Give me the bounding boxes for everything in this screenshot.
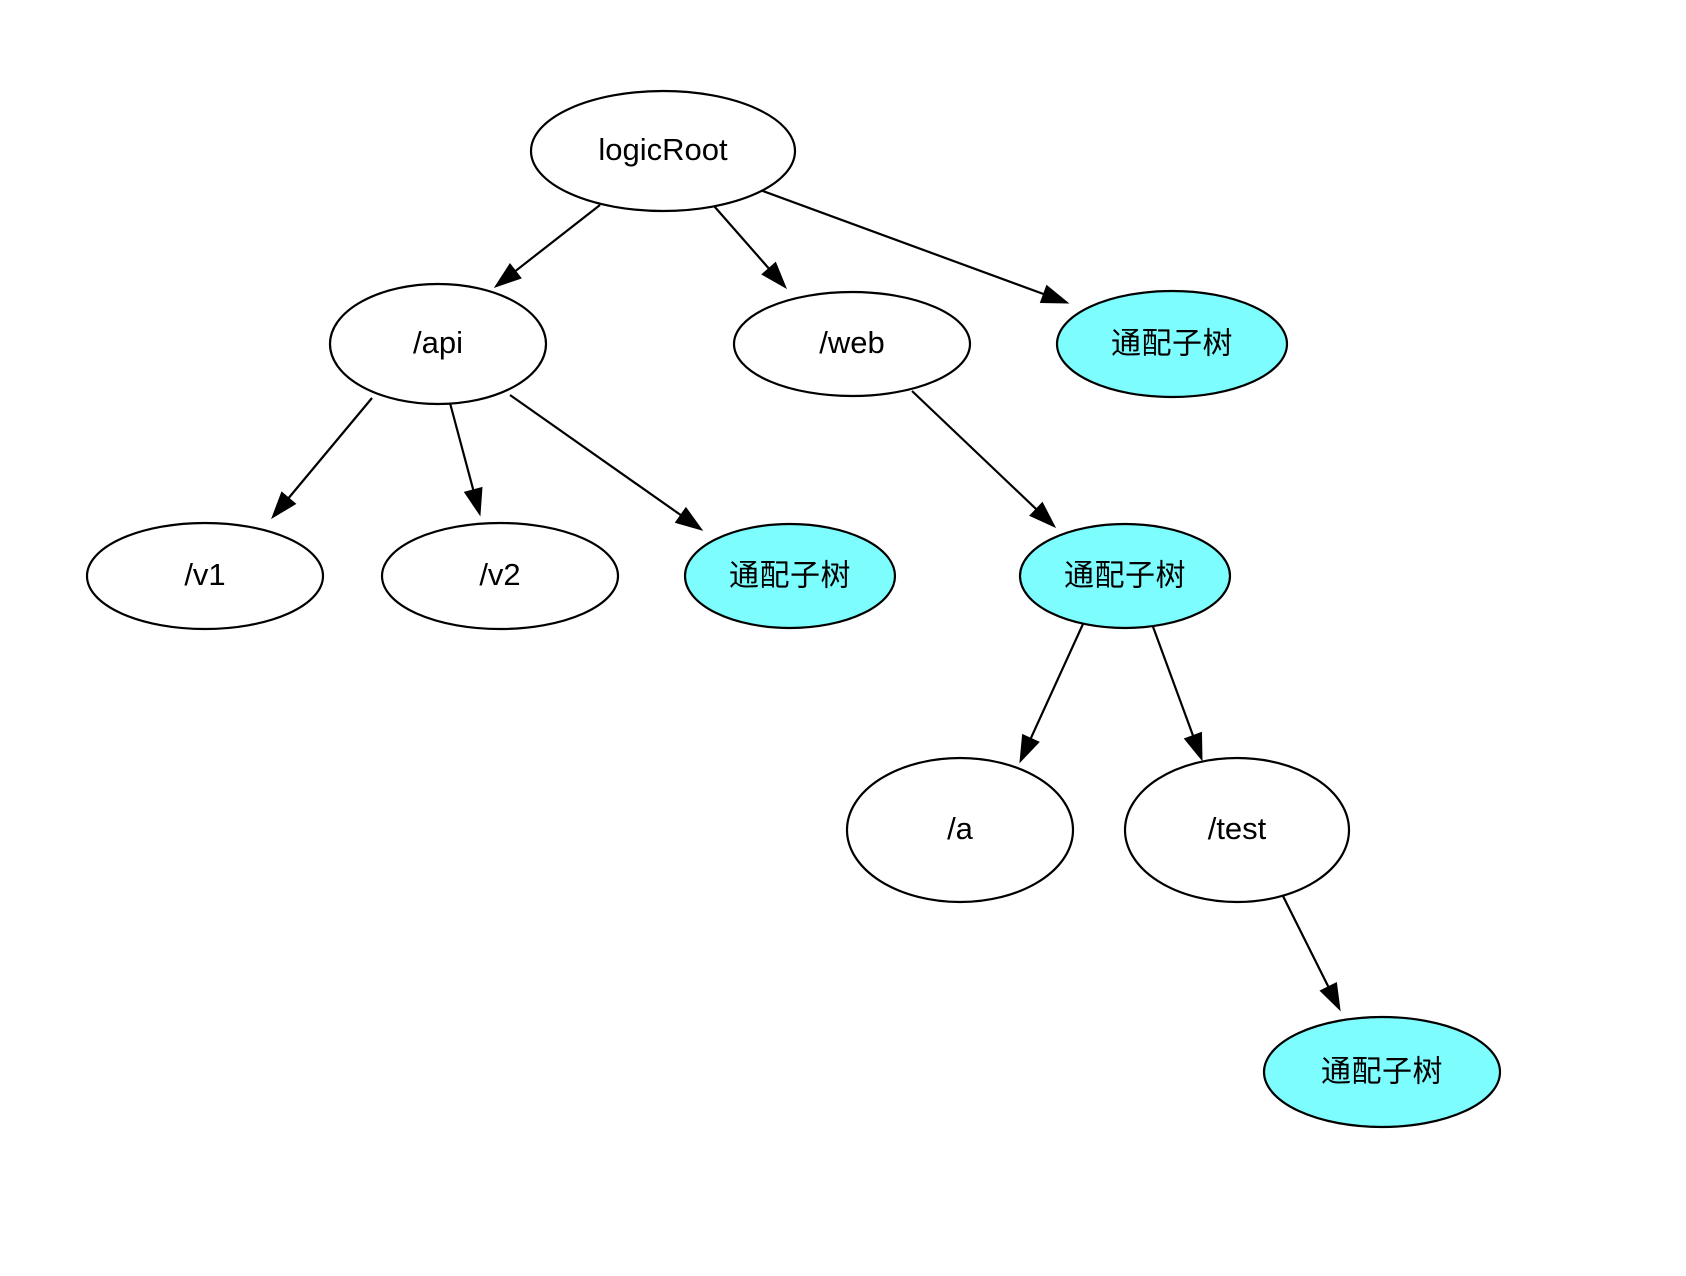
edge-api-to-v1 xyxy=(271,397,373,520)
node-root_wild[interactable]: 通配子树 xyxy=(1055,289,1289,399)
wildcard-node-shape[interactable] xyxy=(683,522,897,630)
edge-line xyxy=(1279,889,1333,993)
edge-arrowhead-icon xyxy=(1039,284,1070,304)
node-label: /web xyxy=(819,325,884,360)
node-label: /api xyxy=(413,325,463,360)
node-test_wild[interactable]: 通配子树 xyxy=(1262,1015,1502,1129)
node-v1[interactable]: /v1 xyxy=(85,521,325,631)
edge-arrowhead-icon xyxy=(761,261,788,290)
edge-arrowhead-icon xyxy=(1319,981,1341,1012)
node-web_wild[interactable]: 通配子树 xyxy=(1018,522,1232,630)
edge-line xyxy=(1150,623,1197,742)
edge-arrowhead-icon xyxy=(674,506,704,531)
edge-root-to-web xyxy=(713,205,788,290)
node-label: /v1 xyxy=(184,557,225,592)
node-a[interactable]: /a xyxy=(845,756,1075,904)
edge-line xyxy=(911,390,1042,515)
node-root[interactable]: logicRoot xyxy=(529,89,797,213)
node-web[interactable]: /web xyxy=(732,290,972,398)
edge-api-to-api_wild xyxy=(509,394,704,531)
edge-root-to-api xyxy=(493,204,601,288)
edge-line xyxy=(759,188,1050,298)
edge-line xyxy=(510,204,601,276)
wildcard-node-shape[interactable] xyxy=(1018,522,1232,630)
wildcard-node-shape[interactable] xyxy=(1262,1015,1502,1129)
edge-arrowhead-icon xyxy=(463,486,483,517)
node-shape[interactable] xyxy=(380,521,620,631)
edge-api-to-v2 xyxy=(448,402,483,517)
wildcard-node-shape[interactable] xyxy=(1055,289,1289,399)
node-label: /a xyxy=(947,811,974,846)
edge-line xyxy=(509,394,687,520)
edge-root-to-root_wild xyxy=(759,188,1070,304)
edge-web-to-web_wild xyxy=(911,390,1057,529)
node-label: 通配子树 xyxy=(1111,327,1233,362)
edge-arrowhead-icon xyxy=(1029,501,1057,529)
node-label: 通配子树 xyxy=(729,559,851,594)
edge-line xyxy=(1027,623,1085,745)
node-label: logicRoot xyxy=(598,132,728,167)
edge-web_wild-to-test xyxy=(1150,623,1203,762)
edge-arrowhead-icon xyxy=(1183,731,1203,762)
node-v2[interactable]: /v2 xyxy=(380,521,620,631)
edge-line xyxy=(283,397,373,504)
node-label: 通配子树 xyxy=(1064,559,1186,594)
edges-layer xyxy=(271,188,1341,1012)
edge-arrowhead-icon xyxy=(1019,733,1040,764)
node-shape[interactable] xyxy=(1123,756,1351,904)
node-label: /test xyxy=(1208,811,1267,846)
node-shape[interactable] xyxy=(529,89,797,213)
node-shape[interactable] xyxy=(328,282,548,406)
edge-test-to-test_wild xyxy=(1279,889,1341,1012)
node-label: /v2 xyxy=(479,557,520,592)
node-label: 通配子树 xyxy=(1321,1055,1443,1090)
node-api[interactable]: /api xyxy=(328,282,548,406)
edge-line xyxy=(448,402,476,496)
node-shape[interactable] xyxy=(85,521,325,631)
edge-line xyxy=(713,205,774,274)
node-shape[interactable] xyxy=(732,290,972,398)
node-test[interactable]: /test xyxy=(1123,756,1351,904)
edge-arrowhead-icon xyxy=(493,263,522,288)
edge-web_wild-to-a xyxy=(1019,623,1085,764)
edge-arrowhead-icon xyxy=(271,491,297,520)
node-shape[interactable] xyxy=(845,756,1075,904)
node-api_wild[interactable]: 通配子树 xyxy=(683,522,897,630)
